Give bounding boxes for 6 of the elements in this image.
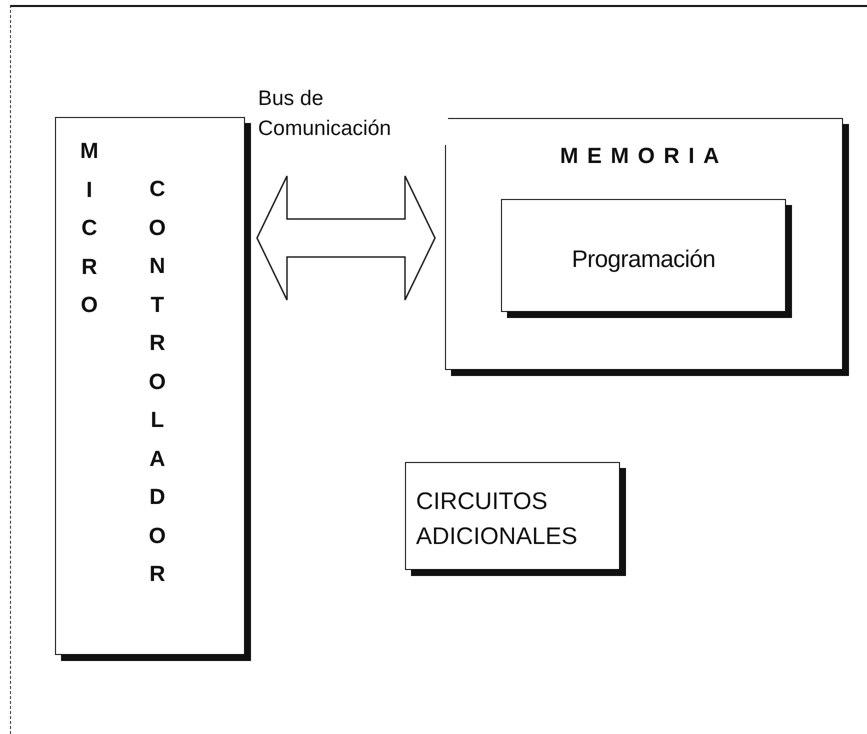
double-block-arrow — [256, 175, 436, 301]
vertical-label: MICRO — [80, 137, 99, 319]
box-label: Programación — [570, 244, 716, 274]
box-title: MEMORIA — [559, 143, 729, 169]
vertical-label: CONTROLADOR — [148, 175, 167, 588]
box-label: CIRCUITOS ADICIONALES — [416, 487, 578, 552]
